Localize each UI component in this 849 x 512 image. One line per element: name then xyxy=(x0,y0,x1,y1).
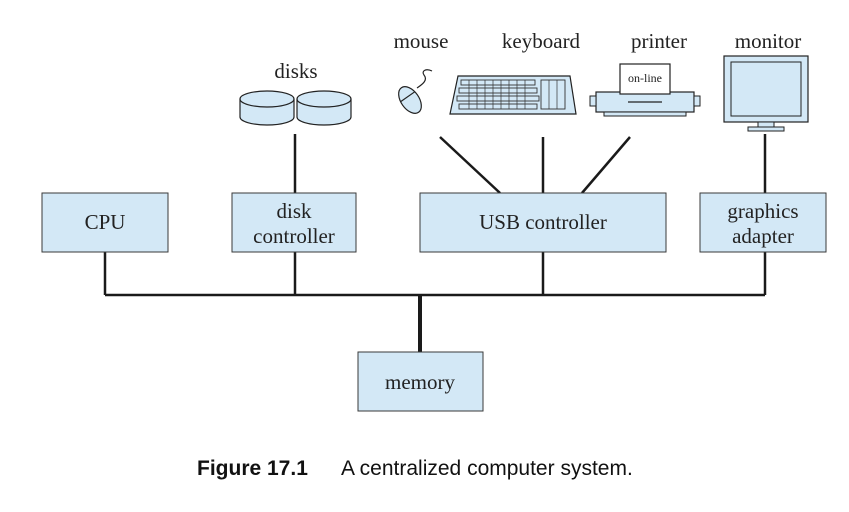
disk-controller-box: disk controller xyxy=(231,192,357,253)
system-bus xyxy=(103,252,767,352)
mouse-icon xyxy=(398,69,433,114)
figure-caption-text: A centralized computer system. xyxy=(341,457,633,480)
disk-controller-label-line2: controller xyxy=(253,224,335,248)
printer-icon: on-line xyxy=(589,63,701,117)
memory-label: memory xyxy=(385,370,455,394)
mouse-label: mouse xyxy=(394,29,449,53)
cpu-box: CPU xyxy=(41,192,169,253)
disks-label: disks xyxy=(274,59,317,83)
memory-box: memory xyxy=(357,351,484,412)
monitor-label: monitor xyxy=(735,29,802,53)
cpu-label: CPU xyxy=(85,210,126,234)
usb-controller-box: USB controller xyxy=(419,192,667,253)
graphics-adapter-label-line1: graphics xyxy=(727,199,798,223)
disk-controller-label-line1: disk xyxy=(276,199,312,223)
monitor-icon xyxy=(723,55,809,132)
graphics-adapter-box: graphics adapter xyxy=(699,192,827,253)
graphics-adapter-label-line2: adapter xyxy=(732,224,794,248)
keyboard-label: keyboard xyxy=(502,29,581,53)
usb-controller-label: USB controller xyxy=(479,210,607,234)
printer-online-label: on-line xyxy=(628,71,662,85)
figure-caption: Figure 17.1 A centralized computer syste… xyxy=(197,457,633,480)
disk-icon xyxy=(239,90,352,126)
keyboard-icon xyxy=(449,75,577,115)
figure-number: Figure 17.1 xyxy=(197,457,308,480)
device-connections xyxy=(293,134,767,194)
printer-label: printer xyxy=(631,29,687,53)
